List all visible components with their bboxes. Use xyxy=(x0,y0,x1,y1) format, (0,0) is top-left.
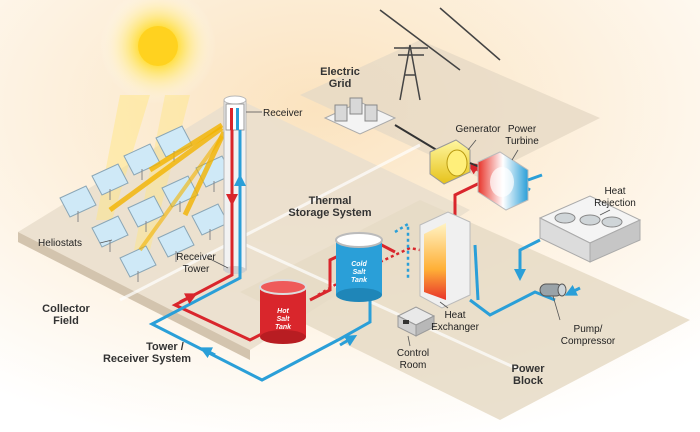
heat-exchanger-label-1: Heat xyxy=(444,310,465,321)
receiver xyxy=(225,103,245,131)
heat-exchanger xyxy=(419,211,471,309)
electric-grid-label-2: Grid xyxy=(329,78,352,90)
tower-receiver-label-1: Tower / xyxy=(146,341,184,353)
control-room-label-1: Control xyxy=(397,348,429,359)
section-labels: Electric Grid Thermal Storage System Col… xyxy=(42,66,545,387)
heliostat xyxy=(91,215,129,252)
power-turbine-label-1: Power xyxy=(508,124,537,135)
reflected-beams xyxy=(108,122,227,252)
receiver-tower-label-1: Receiver xyxy=(176,252,216,263)
flow-arrows xyxy=(179,284,581,359)
grid-platform xyxy=(300,40,600,178)
collector-field-platform-edge xyxy=(18,232,250,360)
leader-lines xyxy=(99,111,611,347)
power-turbine xyxy=(477,151,543,211)
cold-tank-label-3: Tank xyxy=(351,277,368,284)
control-room-label-2: Room xyxy=(400,360,427,371)
heliostats-label: Heliostats xyxy=(38,238,82,249)
receiver-tower-label-2: Tower xyxy=(183,264,210,275)
thermal-storage-label-1: Thermal xyxy=(309,195,352,207)
heat-rejection-unit xyxy=(538,195,642,263)
collector-field-label-2: Field xyxy=(53,315,79,327)
power-turbine-label-2: Turbine xyxy=(505,136,539,147)
generator-label: Generator xyxy=(455,124,501,135)
heliostat xyxy=(91,163,129,200)
component-labels: Receiver Generator Power Turbine Heat Re… xyxy=(38,108,636,371)
sun xyxy=(100,0,216,104)
heat-exchanger-label-2: Exchanger xyxy=(431,322,479,333)
heliostat xyxy=(157,225,195,262)
tower-receiver-label-2: Receiver System xyxy=(103,353,191,365)
hot-tank-label-3: Tank xyxy=(275,324,292,331)
heat-rejection-label-1: Heat xyxy=(604,186,625,197)
cold-tank-label-2: Salt xyxy=(353,269,367,276)
transmission-tower xyxy=(379,7,501,101)
substation xyxy=(323,97,441,153)
hot-dashed-flow xyxy=(317,246,421,297)
heliostat xyxy=(119,245,157,282)
electric-grid-label-1: Electric xyxy=(320,66,360,78)
cold-tank-label-1: Cold xyxy=(351,261,367,268)
hot-tank-label-1: Hot xyxy=(277,308,289,315)
power-block-label-2: Block xyxy=(513,375,544,387)
receiver-label: Receiver xyxy=(263,108,303,119)
pump-compressor-label-2: Compressor xyxy=(561,336,616,347)
heat-rejection-label-2: Rejection xyxy=(594,198,636,209)
generator xyxy=(429,139,483,185)
collector-field-label-1: Collector xyxy=(42,303,90,315)
thermal-storage-label-2: Storage System xyxy=(288,207,371,219)
cold-salt-tank: Cold Salt Tank xyxy=(335,232,383,302)
pump-compressor xyxy=(539,283,567,297)
pump-compressor-label-1: Pump/ xyxy=(574,324,603,335)
heliostat xyxy=(59,185,97,222)
power-block-label-1: Power xyxy=(511,363,545,375)
hot-salt-tank: Hot Salt Tank xyxy=(259,279,307,344)
hot-tank-label-2: Salt xyxy=(277,316,291,323)
control-room xyxy=(396,306,436,337)
